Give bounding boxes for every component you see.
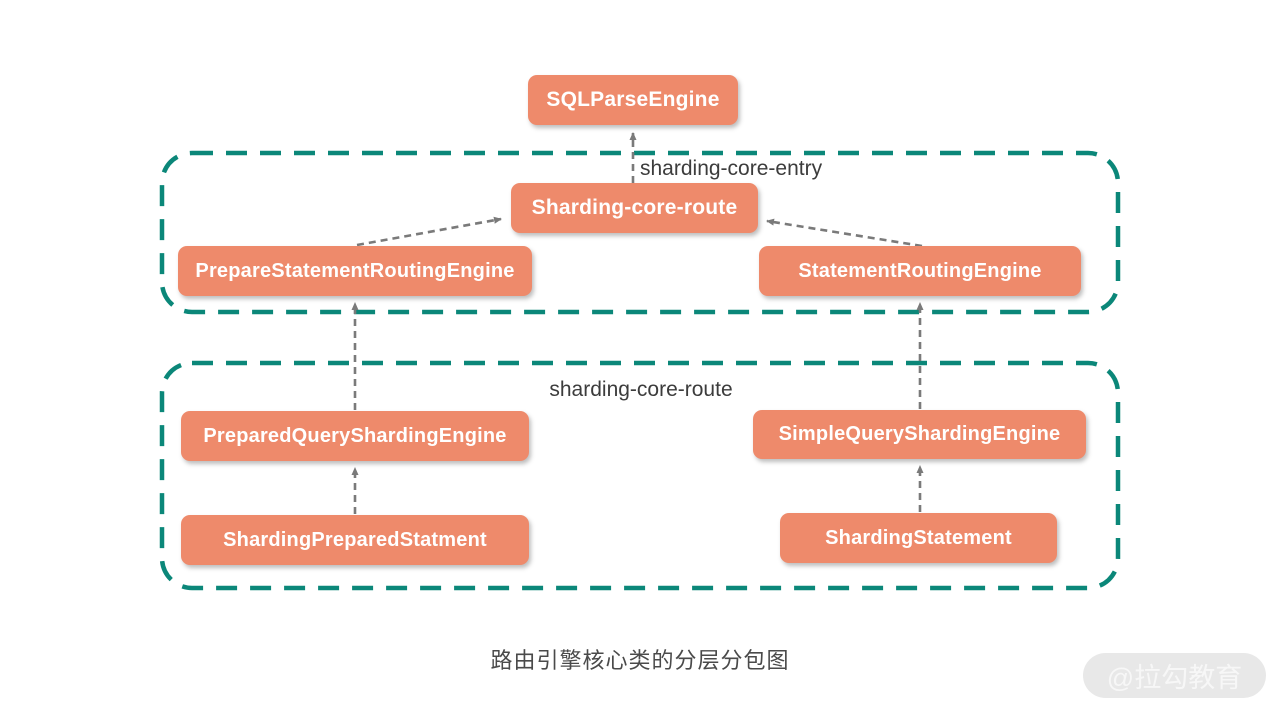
container-label-sharding-core-route: sharding-core-route [549, 378, 733, 401]
node-preparestatementroutingengine: PrepareStatementRoutingEngine [178, 246, 532, 296]
node-shardingstatement: ShardingStatement [780, 513, 1057, 563]
node-sharding-core-route: Sharding-core-route [511, 183, 758, 233]
diagram-caption: 路由引擎核心类的分层分包图 [490, 648, 790, 673]
edge-statement_routing_engine-to-sharding_core_route [766, 218, 923, 248]
container-route-border [159, 360, 1121, 591]
node-simplequeryshardingengine: SimpleQueryShardingEngine [753, 410, 1086, 459]
edge-prepare_statement_routing_engine-to-sharding_core_route [356, 216, 502, 247]
container-entry-border [159, 150, 1121, 315]
watermark-badge: @拉勾教育 [1083, 653, 1266, 698]
node-preparedquerysharding engine: PreparedQueryShardingEngine [181, 411, 529, 461]
edge-lines [351, 132, 924, 514]
container-label-sharding-core-entry: sharding-core-entry [640, 157, 823, 180]
node-statementroutingengine: StatementRoutingEngine [759, 246, 1081, 296]
watermark-text: @拉勾教育 [1106, 663, 1243, 693]
node-shardingpreparedstatment: ShardingPreparedStatment [181, 515, 529, 565]
node-sqlparseengine: SQLParseEngine [528, 75, 738, 125]
